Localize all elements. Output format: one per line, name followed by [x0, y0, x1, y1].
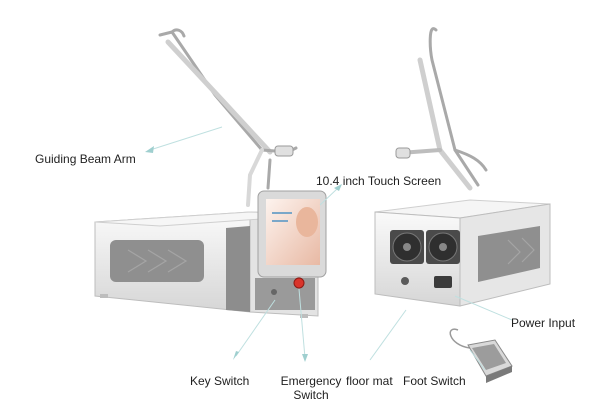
- key-switch: [271, 289, 277, 295]
- leader-floor-mat: [369, 309, 407, 361]
- label-emergency-switch: Emergency Switch: [276, 374, 346, 402]
- label-foot-switch: Foot Switch: [403, 374, 466, 388]
- label-floor-mat: floor mat: [346, 374, 393, 388]
- foot-switch-device: [449, 328, 513, 383]
- leader-emergency-switch: [298, 288, 306, 359]
- leader-key-switch: [235, 299, 276, 357]
- label-touch-screen: 10.4 inch Touch Screen: [316, 174, 442, 188]
- label-emergency-line2: Switch: [293, 388, 329, 402]
- arm-joint: [274, 145, 294, 157]
- leader-touch-screen: [319, 187, 339, 206]
- side-vent-panel: [110, 240, 204, 282]
- leader-lines: [149, 126, 513, 371]
- label-power-input: Power Input: [511, 316, 576, 330]
- label-guiding-beam-arm: Guiding Beam Arm: [35, 152, 136, 166]
- guiding-beam-arm: [158, 28, 298, 207]
- left-machine: [94, 28, 327, 318]
- leader-power-input: [454, 295, 513, 321]
- right-arm: [398, 27, 488, 191]
- power-input-socket: [434, 276, 452, 288]
- label-key-switch: Key Switch: [190, 374, 250, 388]
- leader-guiding-beam-arm: [149, 126, 223, 151]
- front-lower-panel: [255, 278, 315, 310]
- screen-face: [296, 207, 318, 237]
- cooling-fans: [390, 230, 460, 264]
- label-emergency-line1: Emergency: [280, 374, 342, 388]
- right-machine: [374, 27, 551, 307]
- emergency-button: [293, 277, 305, 289]
- leader-foot-switch: [469, 349, 486, 371]
